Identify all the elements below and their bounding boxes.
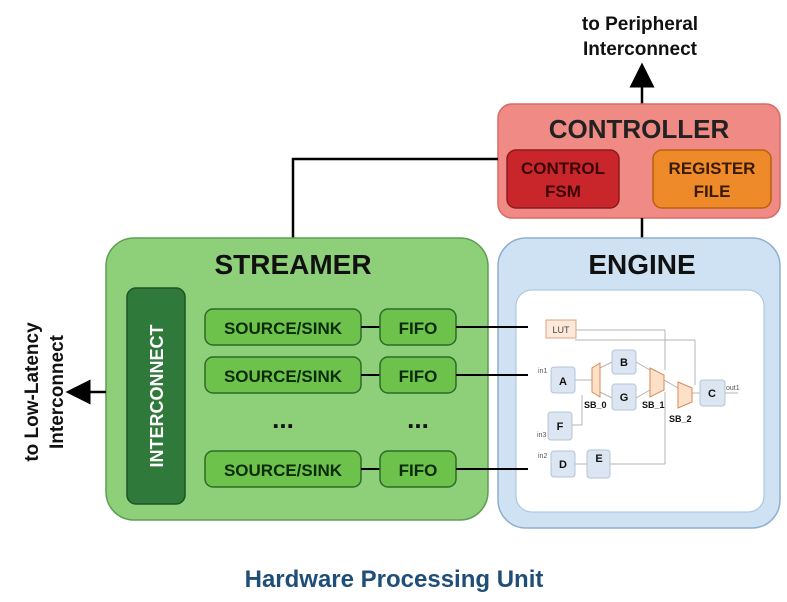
engine-canvas bbox=[515, 289, 765, 513]
ellipsis-fifo: ... bbox=[407, 404, 429, 434]
controller-title: CONTROLLER bbox=[549, 114, 730, 144]
engine-title: ENGINE bbox=[588, 249, 695, 280]
sb-1-switch bbox=[649, 367, 665, 398]
register-file-line2: FILE bbox=[694, 182, 731, 201]
side-label-line2: Interconnect bbox=[47, 334, 68, 449]
ellipsis-source-sink: ... bbox=[272, 404, 294, 434]
streamer-interconnect bbox=[126, 287, 186, 505]
side-label-line1: to Low-Latency bbox=[22, 322, 43, 462]
node-G: G bbox=[611, 383, 637, 411]
node-B: B bbox=[611, 349, 637, 375]
sb-1-label: SB_1 bbox=[642, 400, 665, 410]
lut-label: LUT bbox=[552, 325, 570, 335]
controller-streamer-link bbox=[291, 157, 498, 238]
fifo-1-label: FIFO bbox=[399, 319, 438, 338]
node-B-label: B bbox=[620, 357, 628, 369]
streamer-title: STREAMER bbox=[214, 249, 371, 280]
diagram-title: Hardware Processing Unit bbox=[245, 566, 544, 593]
port-in1: in1 bbox=[538, 368, 547, 375]
interconnect-label: INTERCONNECT bbox=[147, 324, 167, 467]
fifo-2-label: FIFO bbox=[399, 367, 438, 386]
control-fsm-block bbox=[506, 149, 620, 209]
control-fsm-line2: FSM bbox=[545, 182, 581, 201]
top-label-line1: to Peripheral bbox=[582, 14, 698, 35]
sb-0-label: SB_0 bbox=[584, 400, 607, 410]
sb-0-switch bbox=[591, 362, 601, 398]
source-sink-3-label: SOURCE/SINK bbox=[224, 461, 343, 480]
node-C: C bbox=[699, 379, 726, 407]
port-in2: in2 bbox=[538, 453, 547, 460]
sb-2-label: SB_2 bbox=[669, 414, 692, 424]
register-file-block bbox=[652, 149, 772, 209]
node-D-label: D bbox=[559, 459, 567, 471]
register-file-line1: REGISTER bbox=[669, 159, 756, 178]
port-in3: in3 bbox=[537, 432, 546, 439]
engine-wiring bbox=[566, 329, 738, 465]
lut-box bbox=[545, 319, 577, 339]
control-fsm-line1: CONTROL bbox=[521, 159, 605, 178]
node-C-label: C bbox=[708, 388, 716, 400]
sb-2-switch bbox=[677, 381, 693, 409]
node-E-label: E bbox=[595, 453, 602, 465]
node-F-label: F bbox=[557, 421, 564, 433]
fifo-3-label: FIFO bbox=[399, 461, 438, 480]
source-sink-1-label: SOURCE/SINK bbox=[224, 319, 343, 338]
top-label-line2: Interconnect bbox=[583, 39, 698, 60]
port-out1: out1 bbox=[726, 385, 740, 392]
node-D: D bbox=[550, 450, 576, 478]
node-F: F bbox=[547, 411, 573, 441]
source-sink-2-label: SOURCE/SINK bbox=[224, 367, 343, 386]
node-A-label: A bbox=[559, 376, 567, 388]
node-A: A bbox=[550, 366, 576, 394]
node-E: E bbox=[586, 449, 611, 479]
node-G-label: G bbox=[620, 392, 629, 404]
